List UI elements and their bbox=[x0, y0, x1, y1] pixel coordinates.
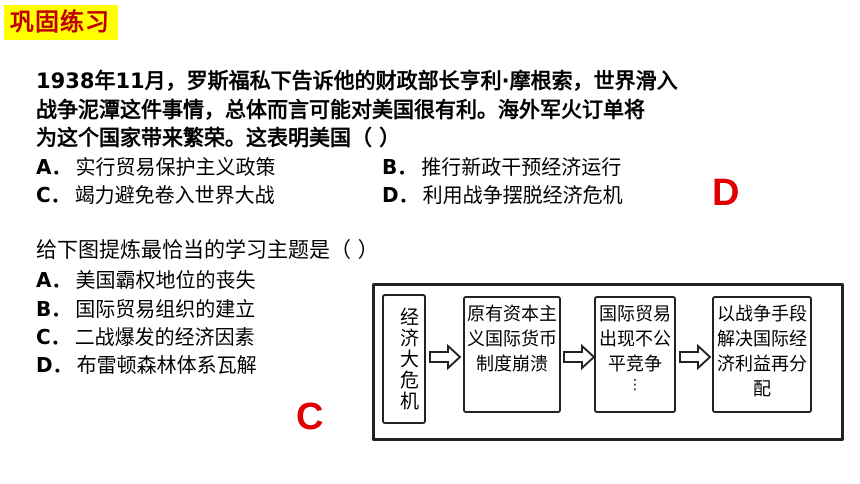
option-key: C． bbox=[36, 325, 71, 349]
q2-option-c: C．二战爆发的经济因素 bbox=[36, 323, 255, 351]
box-text: 国际贸易出现不公平竞争 bbox=[599, 304, 671, 375]
q1-line-2: 战争泥潭这件事情，总体而言可能对美国很有利。海外军火订单将 bbox=[36, 98, 645, 122]
option-key: A． bbox=[36, 155, 72, 179]
option-text: 竭力避免卷入世界大战 bbox=[74, 183, 275, 207]
q1-option-d: D．利用战争摆脱经济危机 bbox=[382, 181, 623, 209]
q1-answer: D bbox=[712, 172, 740, 214]
option-text: 布雷顿森林体系瓦解 bbox=[76, 353, 257, 377]
option-text: 美国霸权地位的丧失 bbox=[75, 268, 256, 292]
q1-line-1: 1938年11月，罗斯福私下告诉他的财政部长亨利·摩根索，世界滑入 bbox=[36, 69, 678, 93]
option-text: 国际贸易组织的建立 bbox=[75, 297, 256, 321]
diagram-box-monetary-collapse: 原有资本主义国际货币制度崩溃 bbox=[463, 296, 561, 413]
q2-option-a: A．美国霸权地位的丧失 bbox=[36, 266, 255, 294]
q1-line-3: 为这个国家带来繁荣。这表明美国（ ） bbox=[36, 126, 401, 150]
q1-option-b: B．推行新政干预经济运行 bbox=[382, 153, 621, 181]
q2-option-b: B．国际贸易组织的建立 bbox=[36, 295, 255, 323]
ellipsis-dots: ⋮ bbox=[628, 377, 642, 393]
option-key: D． bbox=[36, 353, 73, 377]
option-text: 利用战争摆脱经济危机 bbox=[422, 183, 623, 207]
arrow-right-icon bbox=[563, 344, 596, 370]
flow-diagram bbox=[372, 283, 844, 441]
option-key: A． bbox=[36, 268, 72, 292]
option-key: C． bbox=[36, 183, 71, 207]
option-key: D． bbox=[382, 183, 419, 207]
q2-option-d: D．布雷顿森林体系瓦解 bbox=[36, 351, 257, 379]
diagram-box-unfair-trade: 国际贸易出现不公平竞争 ⋮ bbox=[594, 296, 676, 413]
diagram-box-economic-crisis: 经济大危机 bbox=[382, 294, 426, 424]
arrow-right-icon bbox=[429, 344, 462, 370]
diagram-box-war-solution: 以战争手段解决国际经济利益再分配 bbox=[712, 296, 812, 413]
q2-stem: 给下图提炼最恰当的学习主题是（ ） bbox=[36, 238, 379, 262]
option-key: B． bbox=[36, 297, 72, 321]
option-text: 二战爆发的经济因素 bbox=[74, 325, 255, 349]
q1-option-a: A．实行贸易保护主义政策 bbox=[36, 153, 275, 181]
option-key: B． bbox=[382, 155, 418, 179]
q1-option-c: C．竭力避免卷入世界大战 bbox=[36, 181, 275, 209]
option-text: 推行新政干预经济运行 bbox=[421, 155, 622, 179]
q2-answer: C bbox=[296, 396, 324, 438]
arrow-right-icon bbox=[679, 344, 712, 370]
section-title: 巩固练习 bbox=[4, 5, 118, 40]
option-text: 实行贸易保护主义政策 bbox=[75, 155, 276, 179]
